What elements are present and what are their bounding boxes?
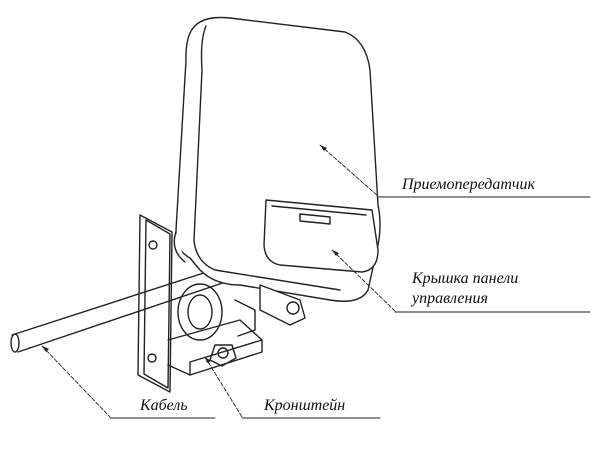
label-underlines xyxy=(109,196,591,419)
label-control-panel-cover-line2: управления xyxy=(412,290,488,307)
transceiver-body xyxy=(173,16,381,326)
label-transceiver: Приемопередатчик xyxy=(402,176,536,193)
label-bracket: Кронштейн xyxy=(264,397,346,414)
mount-ring xyxy=(177,283,256,341)
bracket xyxy=(137,214,263,393)
label-control-panel-cover-line1: Крышка панели xyxy=(412,270,519,287)
leader-lines xyxy=(41,144,396,418)
label-cable: Кабель xyxy=(140,397,188,414)
